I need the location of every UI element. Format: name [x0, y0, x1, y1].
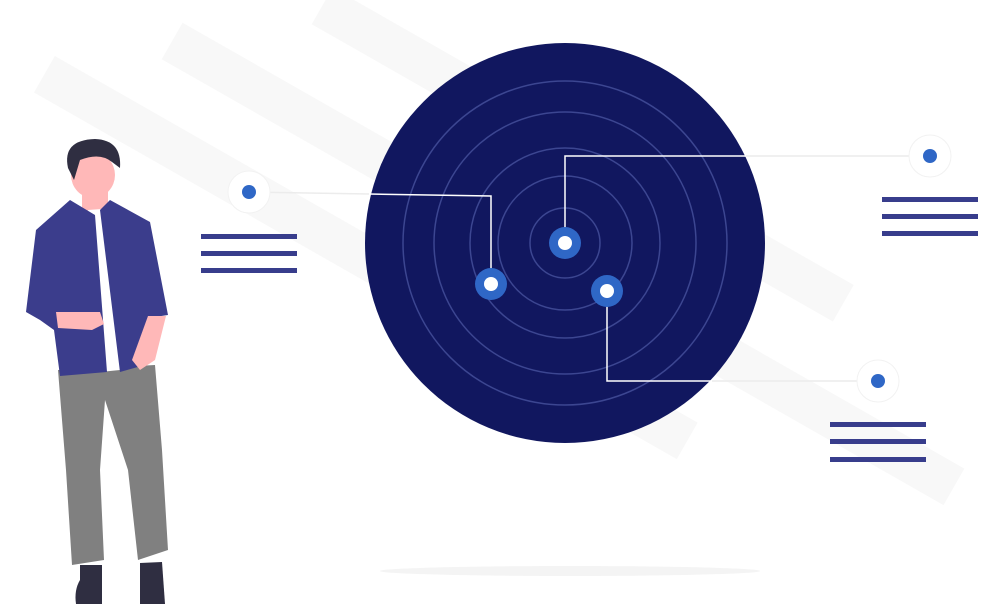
location-marker-icon: [549, 227, 581, 259]
location-marker-icon: [591, 275, 623, 307]
ground-shadow: [380, 566, 760, 576]
location-marker-icon: [856, 359, 900, 403]
location-marker-icon: [227, 170, 271, 214]
radar-blips: [475, 227, 623, 307]
outer-markers: [227, 134, 952, 403]
text-lines-icon: [882, 197, 978, 236]
location-marker-icon: [908, 134, 952, 178]
text-lines-icon: [201, 234, 297, 273]
text-lines-icon: [830, 422, 926, 462]
location-marker-icon: [475, 268, 507, 300]
person-figure: [26, 139, 168, 604]
